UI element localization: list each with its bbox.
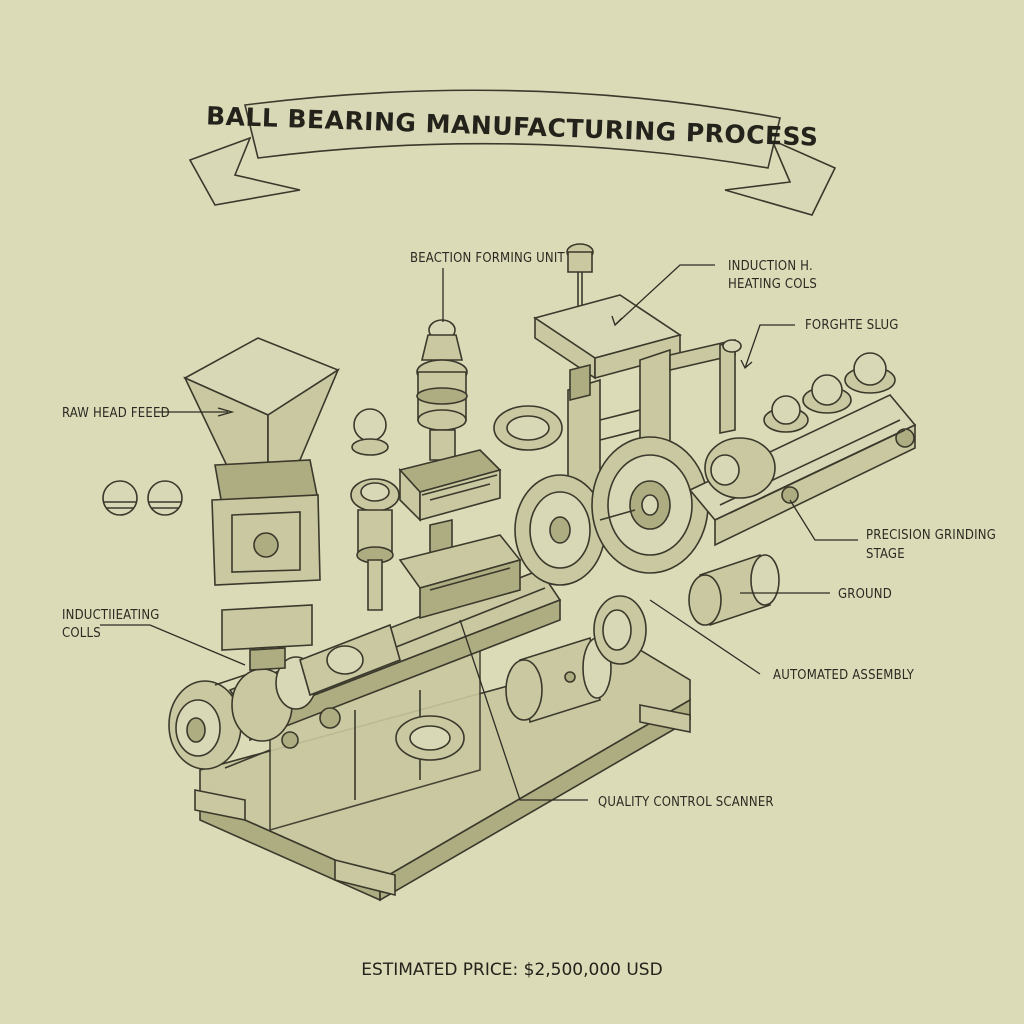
- qc-scanner-unit: [505, 636, 612, 724]
- bearing-stack: [350, 408, 400, 611]
- label-assembly: AUTOMATED ASSEMBLY: [773, 668, 915, 683]
- callout-labels: RAW HEAD FEEED BEACTION FORMING UNIT IND…: [62, 251, 996, 810]
- label-qc-scanner: QUALITY CONTROL SCANNER: [598, 795, 774, 810]
- bearing-ring-top: [493, 405, 563, 451]
- label-raw-feed: RAW HEAD FEEED: [62, 406, 170, 421]
- raw-feed-hopper: [183, 337, 340, 671]
- banner-left-tail: [188, 136, 301, 206]
- label-induction-left-1: INDUCTIIEATING: [62, 608, 160, 623]
- bearing-ring-bottom: [395, 715, 465, 761]
- label-grinding-2: STAGE: [866, 547, 905, 562]
- forming-unit: [398, 319, 522, 620]
- banner-ribbon: [244, 89, 781, 169]
- label-induction-top-1: INDUCTION H.: [728, 259, 813, 274]
- assembly-motor: [593, 553, 780, 665]
- output-conveyor: [669, 338, 917, 547]
- label-forming-unit: BEACTION FORMING UNIT: [410, 251, 565, 266]
- label-grinding-1: PRECISION GRINDING: [866, 528, 996, 543]
- label-induction-left-2: COLLS: [62, 626, 101, 641]
- banner-right-tail: [724, 138, 837, 216]
- main-shaft-assembly: [168, 569, 562, 770]
- title-banner: BALL BEARING MANUFACTURING PROCESS: [188, 89, 837, 216]
- grinding-wheels: [514, 436, 709, 586]
- label-forged-slug: FORGHTE SLUG: [805, 318, 898, 333]
- estimated-price: ESTIMATED PRICE: $2,500,000 USD: [361, 960, 662, 980]
- leader-lines: [100, 264, 858, 801]
- label-induction-top-2: HEATING COLS: [728, 277, 817, 292]
- label-ground: GROUND: [838, 587, 892, 602]
- raw-balls: [102, 480, 183, 516]
